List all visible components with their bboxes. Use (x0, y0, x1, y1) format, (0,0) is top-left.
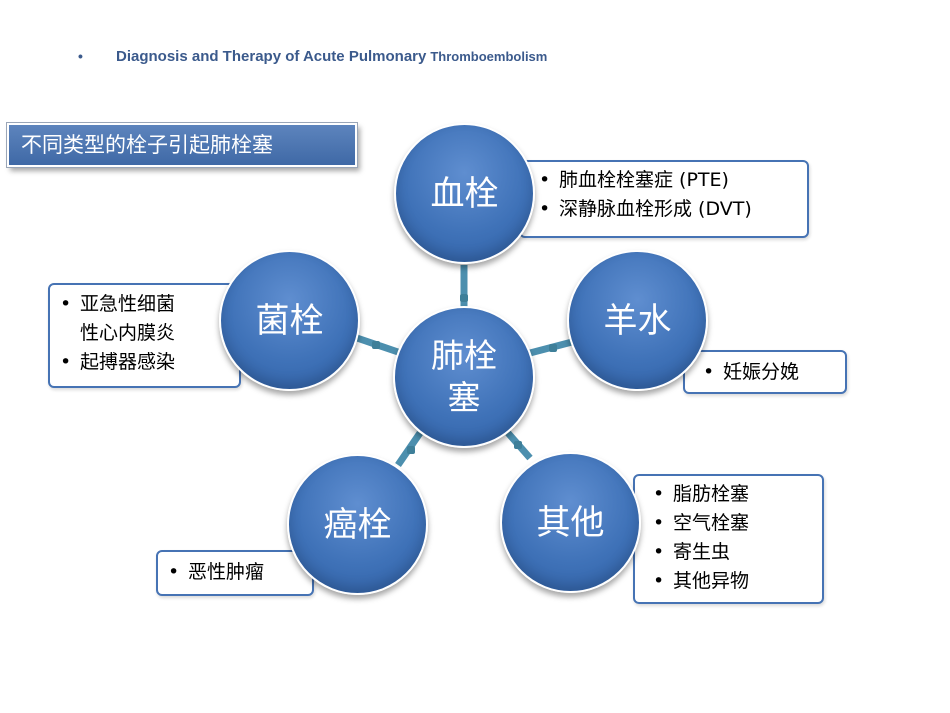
circle-center: 肺栓 塞 (393, 306, 535, 448)
box-blood: 肺血栓栓塞症 (PTE) 深静脉血栓形成 (DVT) (519, 160, 809, 238)
connector-knot-other (514, 441, 522, 449)
box-amniotic: 妊娠分娩 (683, 350, 847, 394)
circle-bacterial: 菌栓 (219, 250, 360, 391)
circle-tumor: 癌栓 (287, 454, 428, 595)
connector-knot-blood (460, 294, 468, 302)
list-item: 起搏器感染 (56, 348, 231, 377)
other-label: 其他 (536, 502, 605, 543)
connector-knot-tumor (407, 446, 415, 454)
box-tumor: 恶性肿瘤 (156, 550, 314, 596)
box-other: 脂肪栓塞 空气栓塞 寄生虫 其他异物 (633, 474, 824, 604)
header-bullet: • (78, 48, 83, 64)
header-title-tail: Thromboembolism (430, 49, 548, 64)
bacterial-label: 菌栓 (255, 300, 324, 341)
circle-other: 其他 (500, 452, 641, 593)
tumor-label: 癌栓 (323, 504, 392, 545)
blood-label: 血栓 (430, 173, 499, 214)
center-label: 肺栓 塞 (431, 336, 497, 417)
list-item: 其他异物 (649, 567, 814, 596)
box-bacterial: 亚急性细菌 性心内膜炎 起搏器感染 (48, 283, 241, 388)
circle-amniotic: 羊水 (567, 250, 708, 391)
list-item: 空气栓塞 (649, 509, 814, 538)
slide-header: • Diagnosis and Therapy of Acute Pulmonar… (78, 48, 547, 66)
list-item: 妊娠分娩 (699, 358, 837, 387)
connector-knot-bacterial (372, 341, 380, 349)
list-item: 脂肪栓塞 (649, 480, 814, 509)
header-title-main: Diagnosis and Therapy of Acute Pulmonary (116, 48, 427, 65)
slide-title: 不同类型的栓子引起肺栓塞 (6, 122, 358, 168)
list-item: 寄生虫 (649, 538, 814, 567)
amniotic-label: 羊水 (603, 300, 672, 341)
circle-blood: 血栓 (394, 123, 535, 264)
list-item: 肺血栓栓塞症 (PTE) (535, 166, 799, 195)
list-item: 深静脉血栓形成 (DVT) (535, 195, 799, 224)
list-item: 亚急性细菌 性心内膜炎 (56, 290, 231, 348)
list-item: 恶性肿瘤 (164, 558, 304, 587)
connector-knot-amniotic (549, 344, 557, 352)
